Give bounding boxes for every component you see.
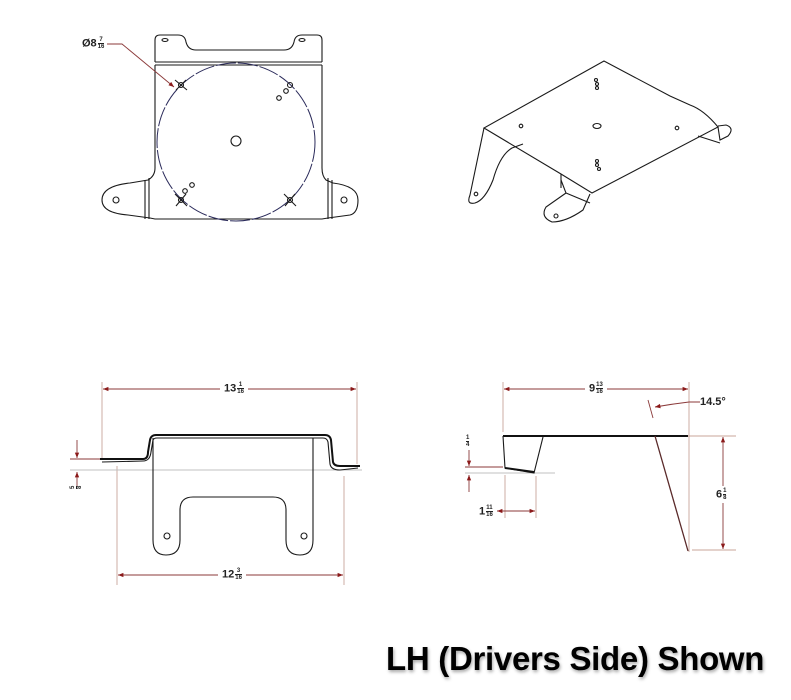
bolt-hole-tl <box>174 79 188 91</box>
angle-label: 14.5° <box>700 396 726 408</box>
side-view <box>465 382 736 552</box>
front-view <box>70 382 362 585</box>
bolt-hole-bl <box>174 193 188 207</box>
isometric-view <box>468 60 732 223</box>
top-view <box>101 34 359 222</box>
bolt-hole-br <box>283 193 297 207</box>
caption: LH (Drivers Side) Shown <box>386 640 765 677</box>
